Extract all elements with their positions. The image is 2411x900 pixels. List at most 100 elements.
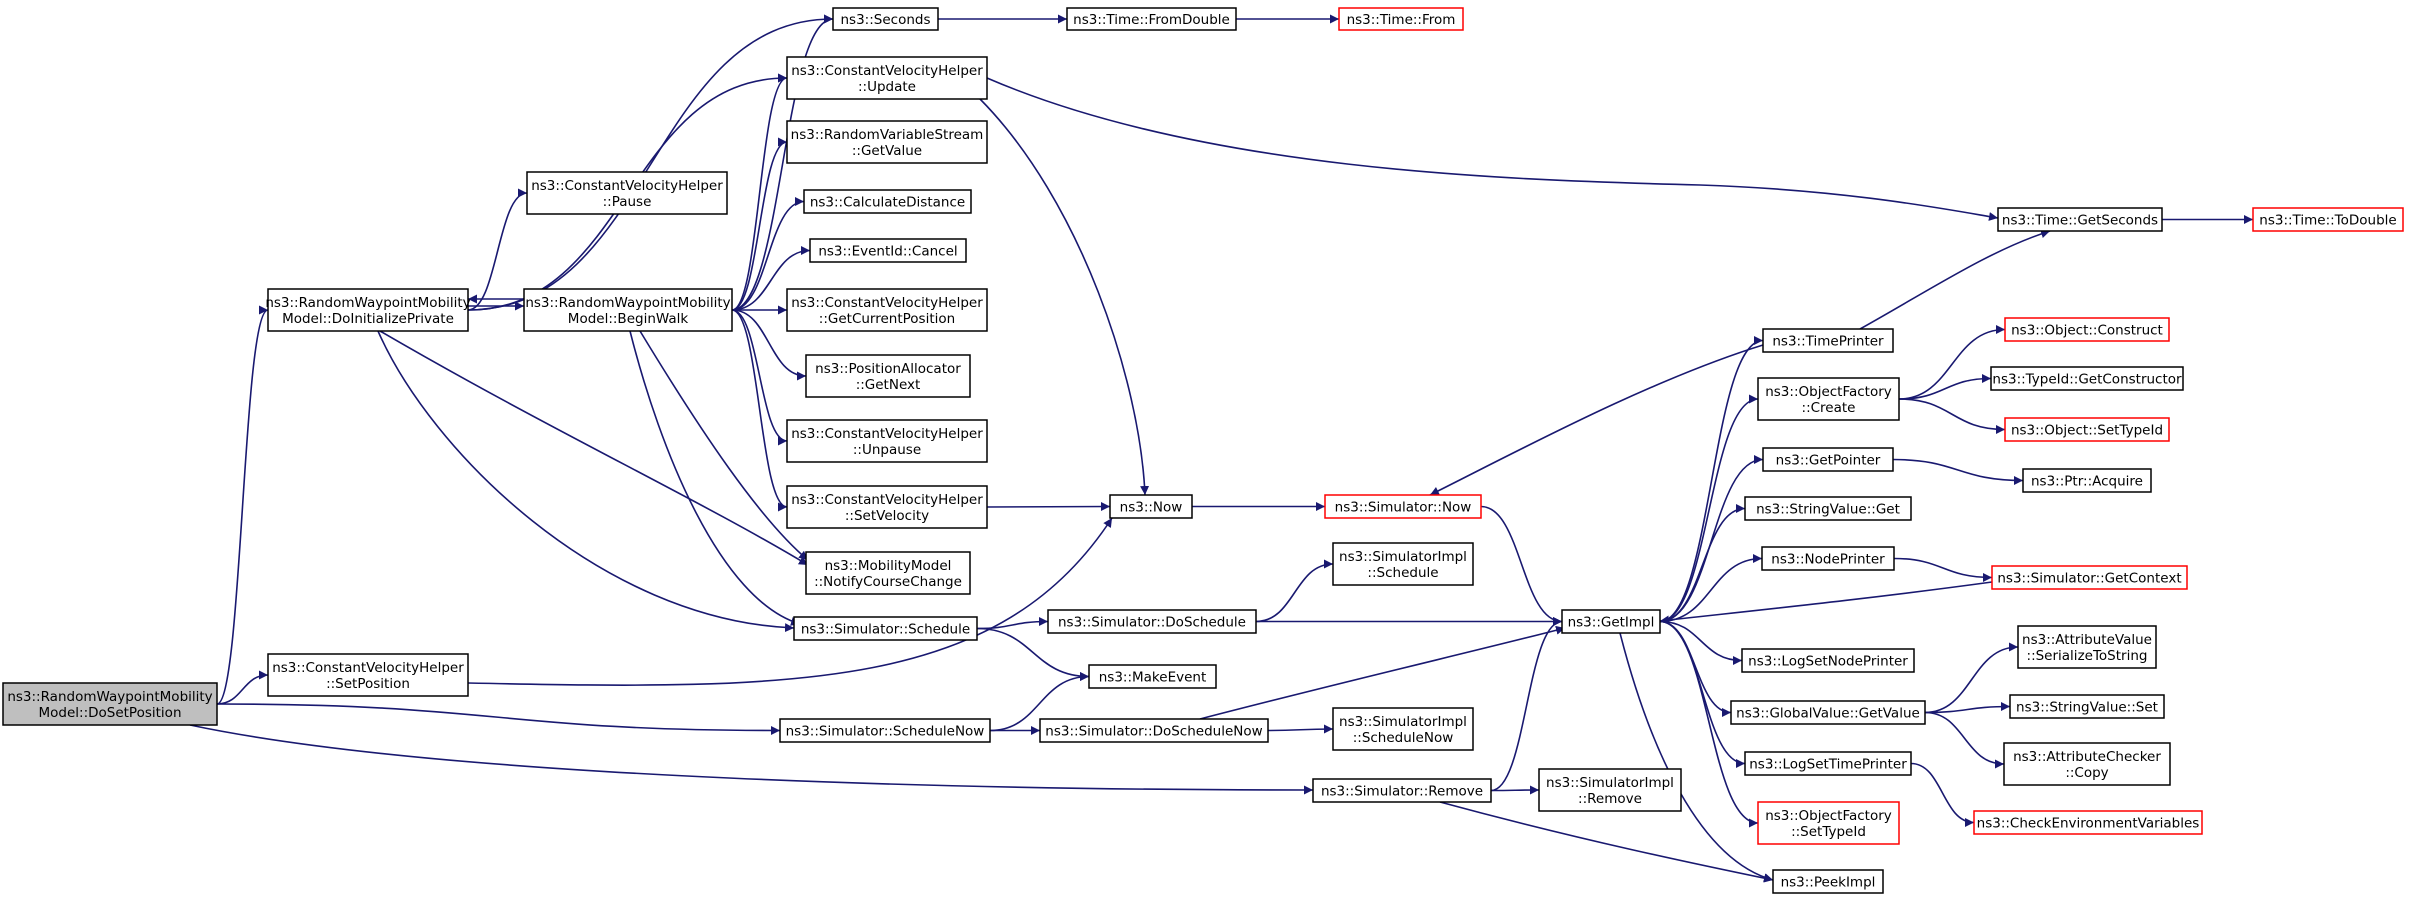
node-dosetposition[interactable]: ns3::RandomWaypointMobilityModel::DoSetP… bbox=[2, 682, 218, 726]
node-cvh-unpause[interactable]: ns3::ConstantVelocityHelper::Unpause bbox=[786, 419, 988, 463]
node-peekimpl[interactable]: ns3::PeekImpl bbox=[1772, 869, 1884, 894]
node-makeevent[interactable]: ns3::MakeEvent bbox=[1088, 664, 1217, 689]
node-posalloc-getnext[interactable]: ns3::PositionAllocator::GetNext bbox=[805, 354, 971, 398]
node-label: ::Remove bbox=[1578, 791, 1642, 807]
node-calcdist[interactable]: ns3::CalculateDistance bbox=[803, 189, 972, 214]
node-timeprinter[interactable]: ns3::TimePrinter bbox=[1762, 328, 1894, 353]
node-label: ::ScheduleNow bbox=[1353, 730, 1454, 746]
node-box bbox=[1338, 7, 1464, 31]
edge-beginwalk-to-cvh_update bbox=[731, 73, 788, 311]
node-seconds[interactable]: ns3::Seconds bbox=[832, 7, 939, 31]
node-object-construct[interactable]: ns3::Object::Construct bbox=[2004, 317, 2170, 342]
node-label: ns3::ConstantVelocityHelper bbox=[791, 295, 983, 311]
edge-getimpl-to-logsetnodeprinter bbox=[1659, 620, 1743, 665]
node-box bbox=[1039, 718, 1269, 743]
node-sim-schedule[interactable]: ns3::Simulator::Schedule bbox=[793, 616, 978, 641]
node-eventid-cancel[interactable]: ns3::EventId::Cancel bbox=[809, 238, 967, 263]
edge-doinit-to-mm_notify bbox=[379, 330, 809, 566]
node-box bbox=[1109, 494, 1193, 519]
node-label: ns3::RandomVariableStream bbox=[791, 127, 984, 143]
node-box bbox=[1744, 751, 1912, 776]
node-label: ns3::TimePrinter bbox=[1772, 334, 1884, 350]
node-checkenv[interactable]: ns3::CheckEnvironmentVariables bbox=[1973, 810, 2203, 835]
node-simimpl-schedulenow[interactable]: ns3::SimulatorImpl::ScheduleNow bbox=[1332, 707, 1474, 751]
node-cvh-setpos[interactable]: ns3::ConstantVelocityHelper::SetPosition bbox=[267, 653, 469, 697]
edge-sim_doschedulenow-to-getimpl bbox=[1199, 625, 1566, 720]
node-label: ns3::ConstantVelocityHelper bbox=[791, 63, 983, 79]
node-sim-doschedulenow[interactable]: ns3::Simulator::DoScheduleNow bbox=[1039, 718, 1269, 743]
node-box bbox=[1761, 546, 1895, 571]
node-box bbox=[1047, 609, 1257, 634]
edge-cvh_setpos-to-now bbox=[467, 517, 1113, 686]
node-time-todouble[interactable]: ns3::Time::ToDouble bbox=[2252, 207, 2404, 232]
node-box bbox=[1066, 7, 1237, 31]
node-objfactory-settypeid[interactable]: ns3::ObjectFactory::SetTypeId bbox=[1757, 801, 1900, 845]
node-ptr-acquire[interactable]: ns3::Ptr::Acquire bbox=[2022, 468, 2152, 493]
node-cvh-setvel[interactable]: ns3::ConstantVelocityHelper::SetVelocity bbox=[786, 485, 988, 529]
node-label: ns3::Seconds bbox=[841, 12, 931, 28]
node-logsetnodeprinter[interactable]: ns3::LogSetNodePrinter bbox=[1741, 648, 1915, 673]
node-label: ::SetPosition bbox=[326, 676, 410, 692]
edge-getimpl-to-objfactory_create bbox=[1659, 394, 1759, 623]
node-beginwalk[interactable]: ns3::RandomWaypointMobilityModel::BeginW… bbox=[523, 288, 733, 332]
node-time-fromdouble[interactable]: ns3::Time::FromDouble bbox=[1066, 7, 1237, 31]
node-globalvalue-getvalue[interactable]: ns3::GlobalValue::GetValue bbox=[1730, 700, 1926, 725]
node-box bbox=[786, 485, 988, 529]
node-label: ns3::NodePrinter bbox=[1771, 552, 1885, 568]
node-typeid-getconstructor[interactable]: ns3::TypeId::GetConstructor bbox=[1990, 366, 2184, 391]
edge-objfactory_create-to-object_settypeid bbox=[1898, 398, 2006, 434]
node-sim-now[interactable]: ns3::Simulator::Now bbox=[1324, 494, 1482, 519]
node-stringvalue-set[interactable]: ns3::StringValue::Set bbox=[2009, 694, 2165, 719]
edges-layer bbox=[189, 14, 2253, 883]
node-simimpl-schedule[interactable]: ns3::SimulatorImpl::Schedule bbox=[1332, 542, 1474, 586]
node-label: ns3::MakeEvent bbox=[1099, 670, 1207, 686]
node-getpointer[interactable]: ns3::GetPointer bbox=[1762, 447, 1894, 472]
node-sim-remove[interactable]: ns3::Simulator::Remove bbox=[1312, 778, 1492, 803]
node-label: ns3::LogSetNodePrinter bbox=[1748, 654, 1908, 670]
node-object-settypeid[interactable]: ns3::Object::SetTypeId bbox=[2004, 417, 2170, 442]
node-label: Model::DoSetPosition bbox=[38, 705, 181, 721]
node-attrvalue-serialize[interactable]: ns3::AttributeValue::SerializeToString bbox=[2017, 625, 2157, 669]
node-box bbox=[1538, 768, 1682, 812]
node-sim-schedulenow[interactable]: ns3::Simulator::ScheduleNow bbox=[779, 718, 991, 743]
node-stringvalue-get[interactable]: ns3::StringValue::Get bbox=[1744, 496, 1912, 521]
edge-sim_remove-to-getimpl bbox=[1490, 617, 1563, 792]
node-box bbox=[1757, 377, 1900, 421]
node-box bbox=[809, 238, 967, 263]
node-label: ::Create bbox=[1802, 400, 1856, 416]
node-sim-getcontext[interactable]: ns3::Simulator::GetContext bbox=[1991, 565, 2188, 590]
node-box bbox=[2009, 694, 2165, 719]
edge-sim_getcontext-to-getimpl bbox=[1659, 581, 1993, 625]
edge-beginwalk-to-calcdist bbox=[731, 197, 805, 311]
node-attrchecker-copy[interactable]: ns3::AttributeChecker::Copy bbox=[2003, 742, 2171, 786]
edge-sim_remove-to-simimpl_remove bbox=[1490, 785, 1540, 795]
node-box bbox=[523, 288, 733, 332]
node-time-getseconds[interactable]: ns3::Time::GetSeconds bbox=[1997, 207, 2163, 232]
node-box bbox=[526, 171, 728, 215]
node-label: ns3::StringValue::Get bbox=[1756, 502, 1900, 518]
node-label: ::GetCurrentPosition bbox=[819, 311, 955, 327]
node-getimpl[interactable]: ns3::GetImpl bbox=[1561, 609, 1661, 634]
edge-beginwalk-to-rvs_getvalue bbox=[731, 137, 788, 311]
node-label: ns3::Simulator::DoScheduleNow bbox=[1045, 724, 1262, 740]
edge-dosetposition-to-cvh_setpos bbox=[216, 670, 269, 705]
node-box bbox=[267, 288, 469, 332]
node-nodeprinter[interactable]: ns3::NodePrinter bbox=[1761, 546, 1895, 571]
node-cvh-update[interactable]: ns3::ConstantVelocityHelper::Update bbox=[786, 56, 988, 100]
node-box bbox=[786, 288, 988, 332]
node-mm-notify[interactable]: ns3::MobilityModel::NotifyCourseChange bbox=[805, 551, 971, 595]
node-logsettimeprinter[interactable]: ns3::LogSetTimePrinter bbox=[1744, 751, 1912, 776]
node-now[interactable]: ns3::Now bbox=[1109, 494, 1193, 519]
node-objfactory-create[interactable]: ns3::ObjectFactory::Create bbox=[1757, 377, 1900, 421]
node-doinit[interactable]: ns3::RandomWaypointMobilityModel::DoInit… bbox=[265, 288, 471, 332]
node-cvh-getcurpos[interactable]: ns3::ConstantVelocityHelper::GetCurrentP… bbox=[786, 288, 988, 332]
node-box bbox=[1744, 496, 1912, 521]
node-simimpl-remove[interactable]: ns3::SimulatorImpl::Remove bbox=[1538, 768, 1682, 812]
node-rvs-getvalue[interactable]: ns3::RandomVariableStream::GetValue bbox=[786, 120, 988, 164]
node-cvh-pause[interactable]: ns3::ConstantVelocityHelper::Pause bbox=[526, 171, 728, 215]
node-time-from[interactable]: ns3::Time::From bbox=[1338, 7, 1464, 31]
edge-doinit-to-seconds bbox=[467, 14, 834, 311]
node-sim-doschedule[interactable]: ns3::Simulator::DoSchedule bbox=[1047, 609, 1257, 634]
edge-cvh_update-to-now bbox=[979, 98, 1150, 496]
